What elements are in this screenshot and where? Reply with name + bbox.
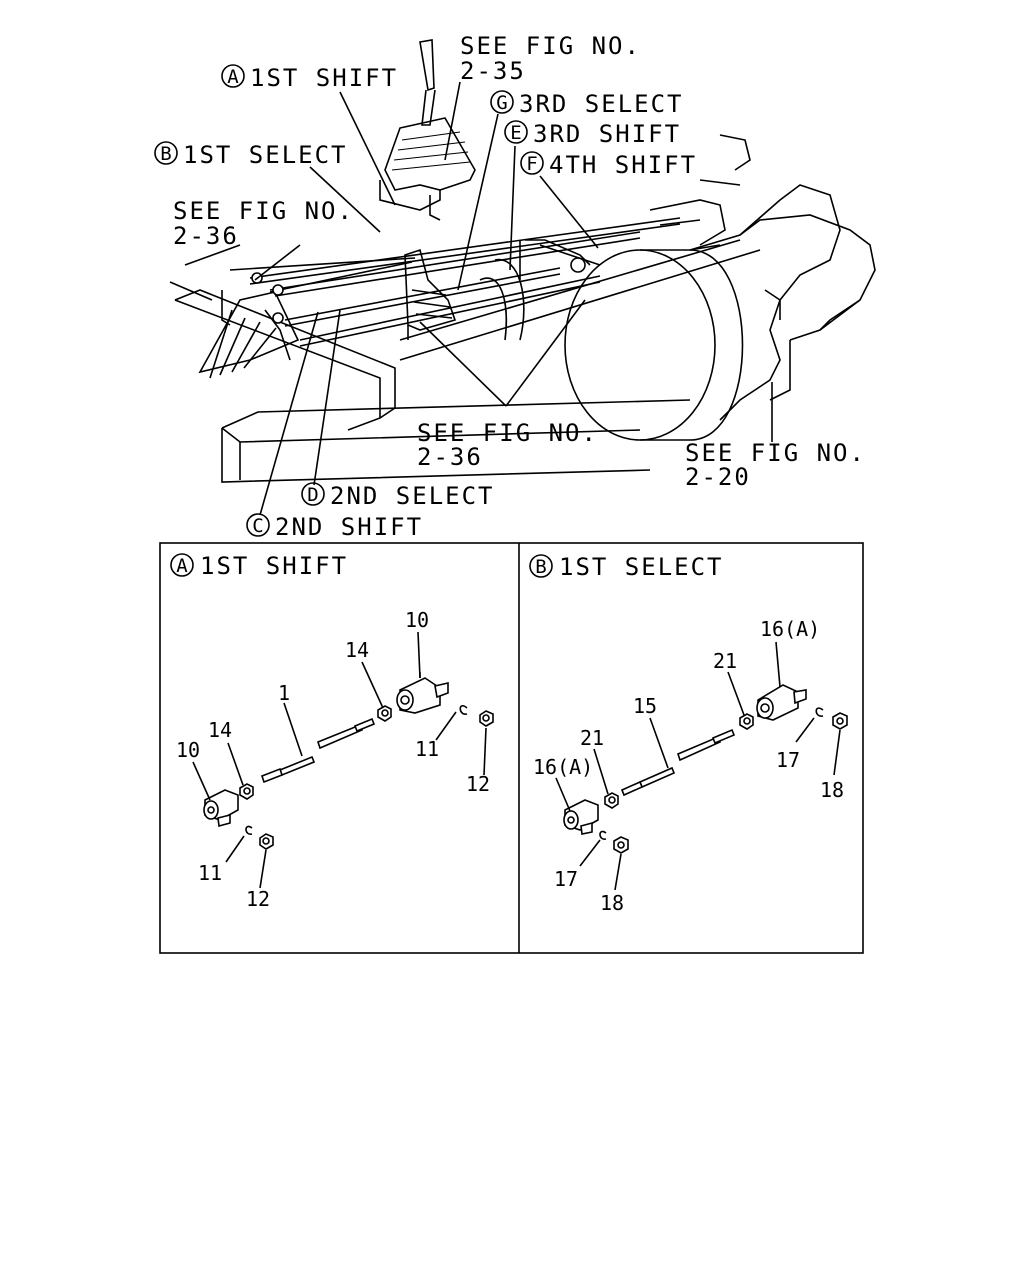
callout-21-right: 21 (713, 649, 737, 673)
callout-14-right: 14 (345, 638, 369, 662)
svg-text:D: D (307, 484, 318, 506)
ball-joint-16a-left (563, 799, 599, 835)
callout-17-left: 17 (554, 867, 578, 891)
label-2nd-select: D 2ND SELECT (301, 482, 495, 510)
callout-16a-left: 16(A) (533, 755, 593, 779)
leader-lines (254, 81, 773, 516)
callout-18-left: 18 (600, 891, 624, 915)
reference-fig-2-35: SEE FIG NO. 2-35 (460, 32, 641, 85)
svg-text:F: F (526, 153, 537, 175)
callout-21-left: 21 (580, 726, 604, 750)
nut-14-left (239, 783, 254, 800)
callout-12-left: 12 (246, 887, 270, 911)
callout-14-left: 14 (208, 718, 232, 742)
panel-1st-select: B 1ST SELECT (529, 553, 848, 915)
callout-10-left: 10 (176, 738, 200, 762)
callout-12-right: 12 (466, 772, 490, 796)
callout-10-right: 10 (405, 608, 429, 632)
svg-text:3RD SELECT: 3RD SELECT (519, 90, 684, 118)
ball-joint-16a-right (756, 684, 807, 721)
svg-text:G: G (496, 92, 507, 114)
svg-text:2ND SHIFT: 2ND SHIFT (275, 513, 423, 541)
label-2nd-shift: C 2ND SHIFT (246, 513, 423, 541)
svg-text:C: C (252, 515, 263, 537)
clip-17-right (815, 707, 824, 717)
svg-text:1ST SELECT: 1ST SELECT (183, 141, 348, 169)
ball-joint-10-right (396, 672, 449, 714)
label-3rd-select: G 3RD SELECT (490, 90, 684, 118)
svg-text:4TH SHIFT: 4TH SHIFT (549, 151, 697, 179)
svg-text:2ND SELECT: 2ND SELECT (330, 482, 495, 510)
rod-15 (620, 728, 736, 797)
reference-fig-2-36-center: SEE FIG NO. 2-36 (417, 419, 598, 471)
shift-linkage-assembly (169, 39, 876, 483)
ball-joint-10-left (203, 789, 239, 828)
panel-b-title: B 1ST SELECT (529, 553, 724, 581)
panel-1st-shift: A 1ST SHIFT (170, 552, 494, 911)
panel-a-title: A 1ST SHIFT (170, 552, 348, 580)
label-1st-shift: A 1ST SHIFT (221, 64, 398, 92)
callout-11-left: 11 (198, 861, 222, 885)
nut-18-right (832, 712, 848, 730)
svg-text:1ST SHIFT: 1ST SHIFT (200, 552, 348, 580)
reference-fig-2-20: SEE FIG NO. 2-20 (685, 439, 866, 491)
svg-text:1ST SELECT: 1ST SELECT (559, 553, 724, 581)
svg-text:3RD SHIFT: 3RD SHIFT (533, 120, 681, 148)
label-4th-shift: F 4TH SHIFT (520, 151, 697, 179)
callout-16a-right: 16(A) (760, 617, 820, 641)
svg-text:A: A (176, 555, 188, 577)
svg-text:B: B (160, 143, 171, 165)
svg-text:1ST SHIFT: 1ST SHIFT (250, 64, 398, 92)
svg-text:2-36: 2-36 (417, 443, 483, 471)
svg-text:SEE FIG NO.: SEE FIG NO. (460, 32, 641, 60)
reference-fig-2-36-left: SEE FIG NO. 2-36 (173, 197, 354, 250)
nut-18-left (613, 836, 629, 854)
svg-text:2-35: 2-35 (460, 57, 526, 85)
svg-text:A: A (227, 66, 239, 88)
callout-1: 1 (278, 681, 290, 705)
clip-17-left (599, 830, 607, 840)
rod-1 (261, 717, 376, 784)
nut-21-right (739, 713, 754, 730)
callout-17-right: 17 (776, 748, 800, 772)
svg-text:2-36: 2-36 (173, 222, 239, 250)
nut-21-left (604, 792, 619, 809)
callout-18-right: 18 (820, 778, 844, 802)
svg-text:2-20: 2-20 (685, 463, 751, 491)
nut-12-left (259, 833, 274, 850)
svg-text:B: B (535, 556, 546, 578)
nut-12-right (479, 710, 494, 727)
svg-text:SEE FIG NO.: SEE FIG NO. (685, 439, 866, 467)
label-3rd-shift: E 3RD SHIFT (504, 120, 681, 148)
callout-15: 15 (633, 694, 657, 718)
clip-11-right (459, 705, 468, 715)
svg-text:SEE FIG NO.: SEE FIG NO. (417, 419, 598, 447)
nut-14-right (377, 705, 392, 722)
detail-panels-frame (159, 542, 864, 954)
svg-text:SEE FIG NO.: SEE FIG NO. (173, 197, 354, 225)
svg-text:E: E (510, 122, 521, 144)
label-1st-select: B 1ST SELECT (154, 141, 348, 169)
clip-11-left (245, 825, 253, 835)
callout-11-right: 11 (415, 737, 439, 761)
